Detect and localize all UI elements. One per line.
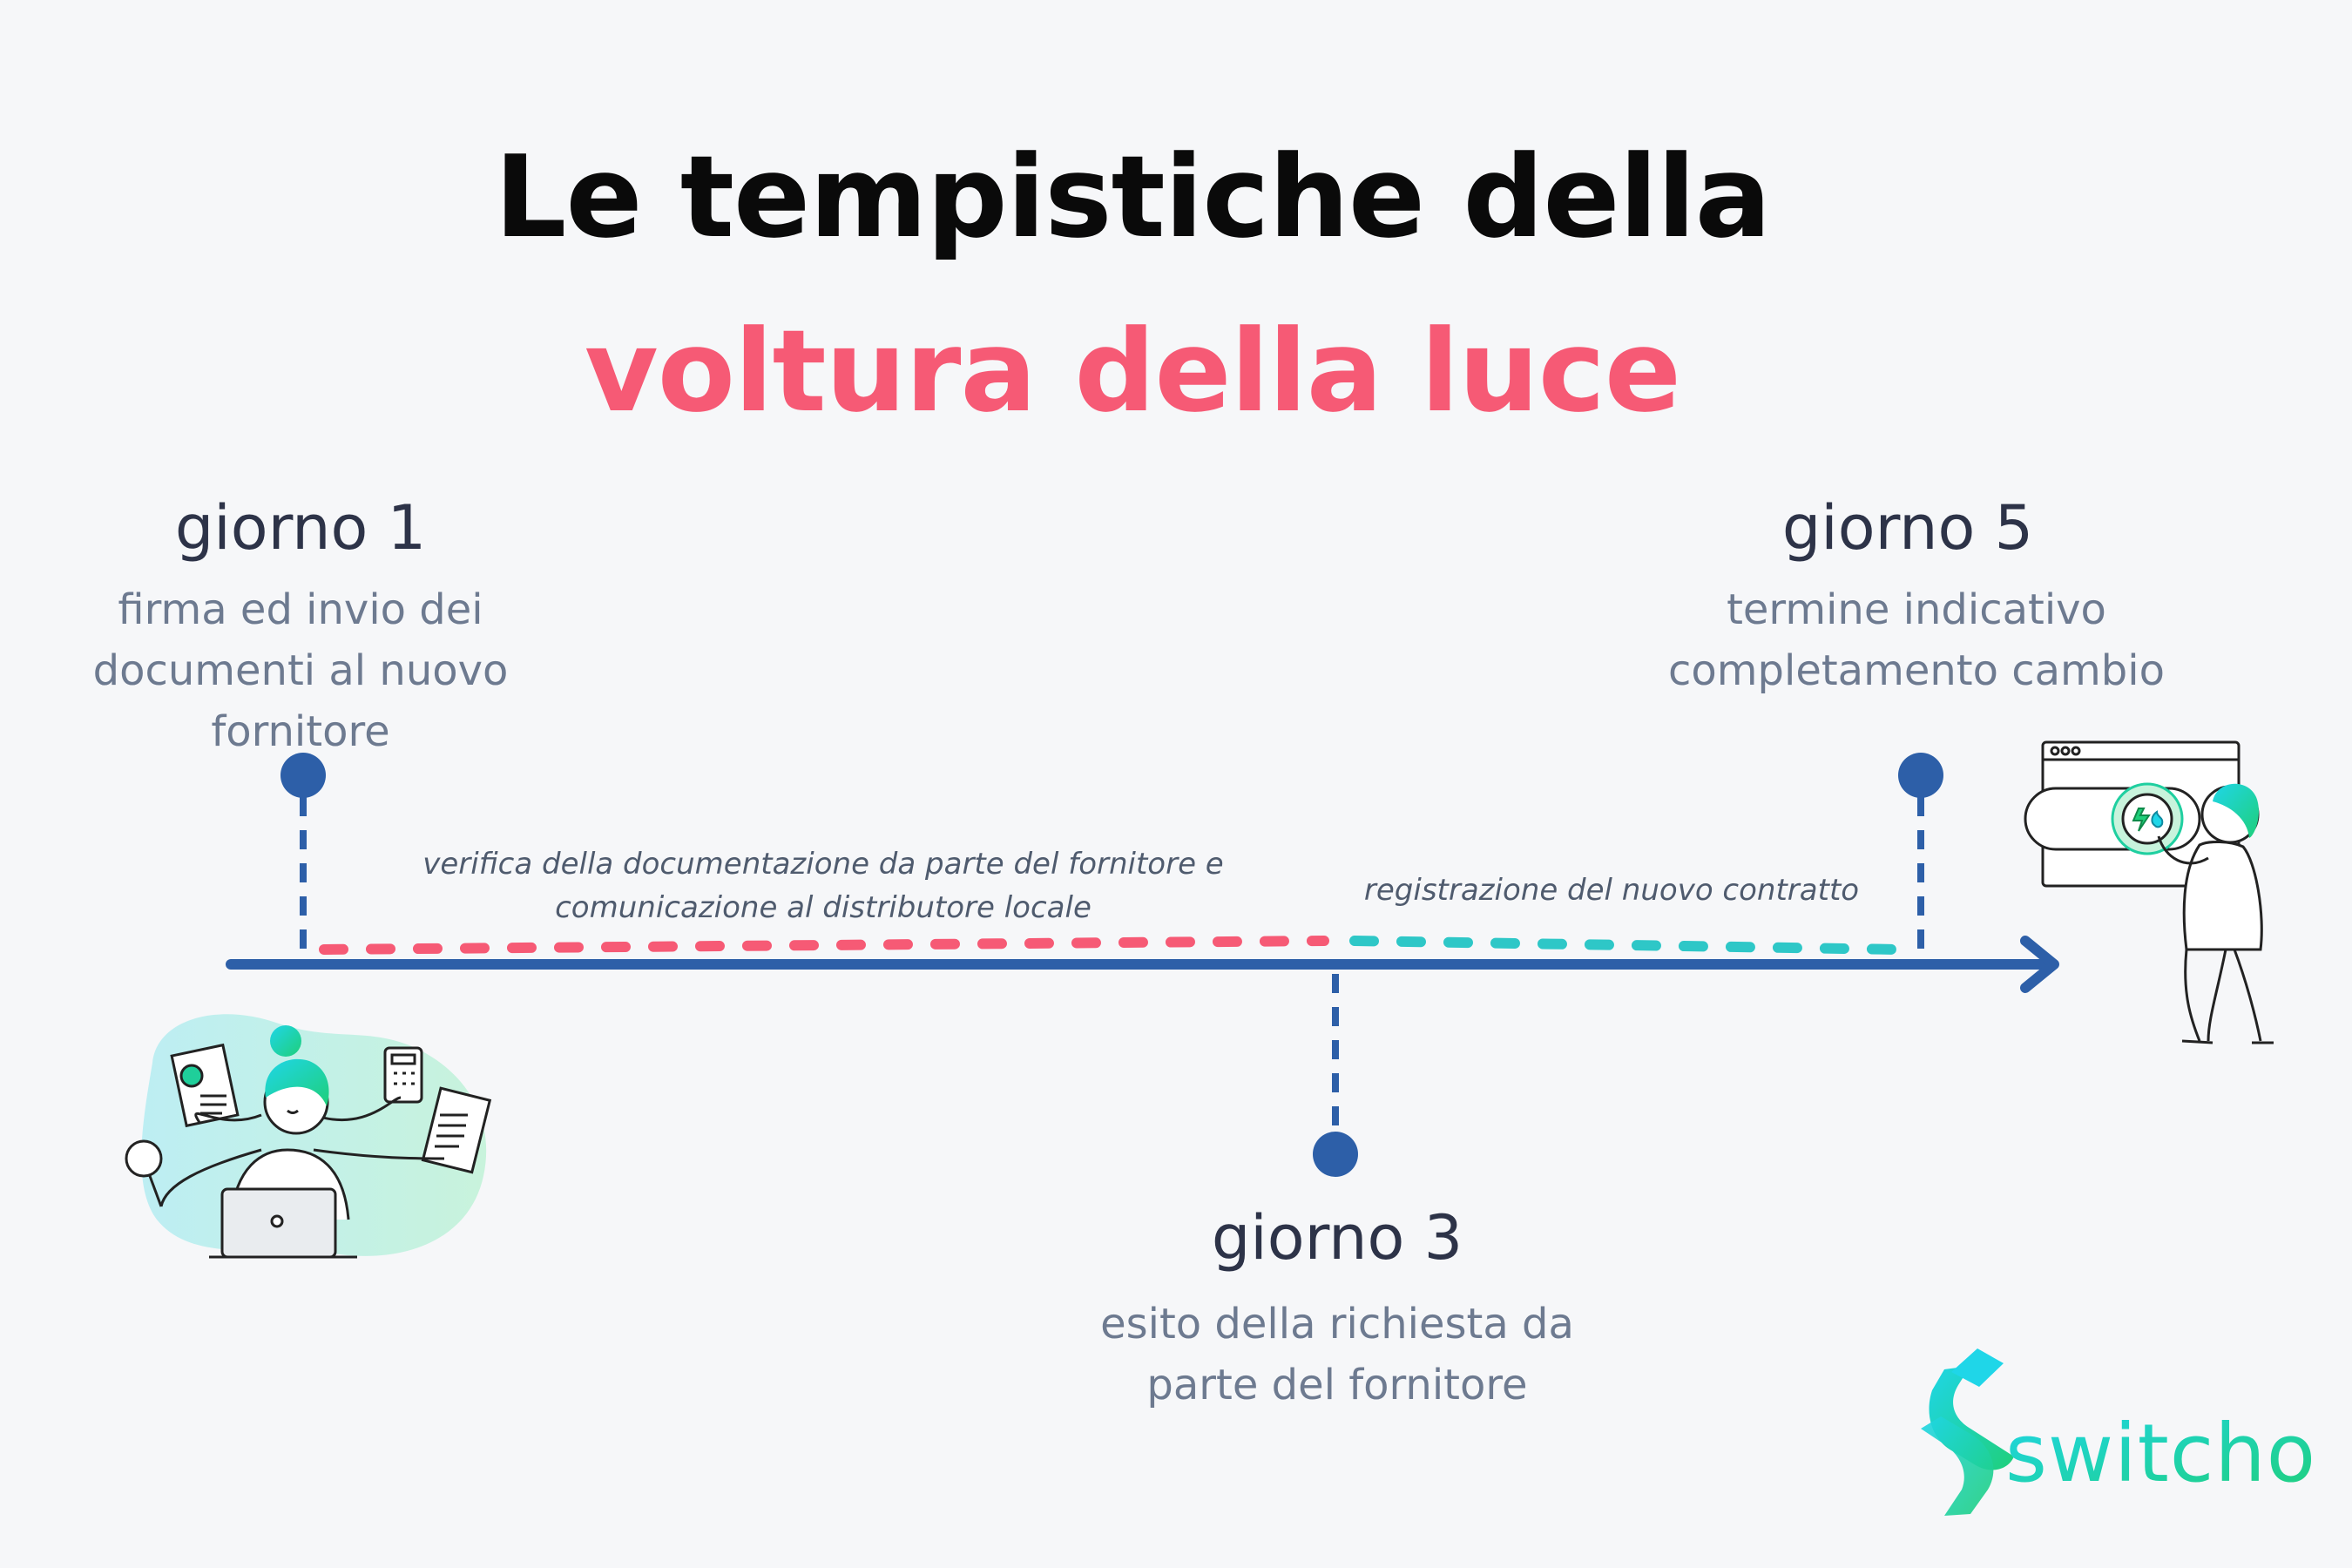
office-worker-illustration [126, 1014, 490, 1257]
phase-2-dashes [1355, 941, 1899, 950]
milestone-1-marker [280, 753, 326, 954]
milestone-5-marker [1898, 753, 1943, 954]
energy-switch-illustration [2025, 742, 2274, 1043]
milestone-3-marker [1313, 974, 1358, 1177]
switcho-logo-text: switcho [2005, 1407, 2316, 1500]
phase-1-dashes [324, 941, 1324, 950]
switcho-logo-icon [1921, 1348, 2014, 1516]
